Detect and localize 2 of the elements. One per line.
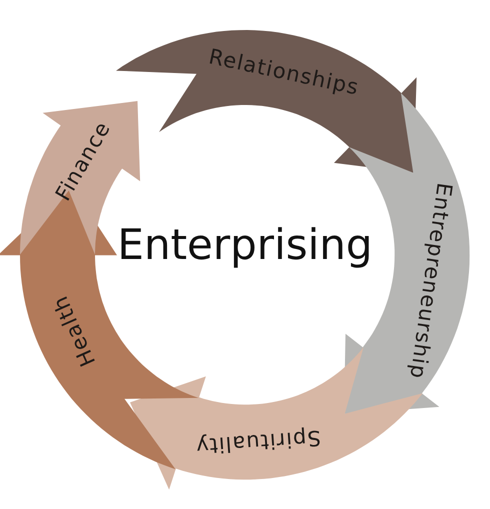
segment-label: Spirituality — [194, 426, 322, 458]
center-title: Enterprising — [116, 220, 374, 269]
